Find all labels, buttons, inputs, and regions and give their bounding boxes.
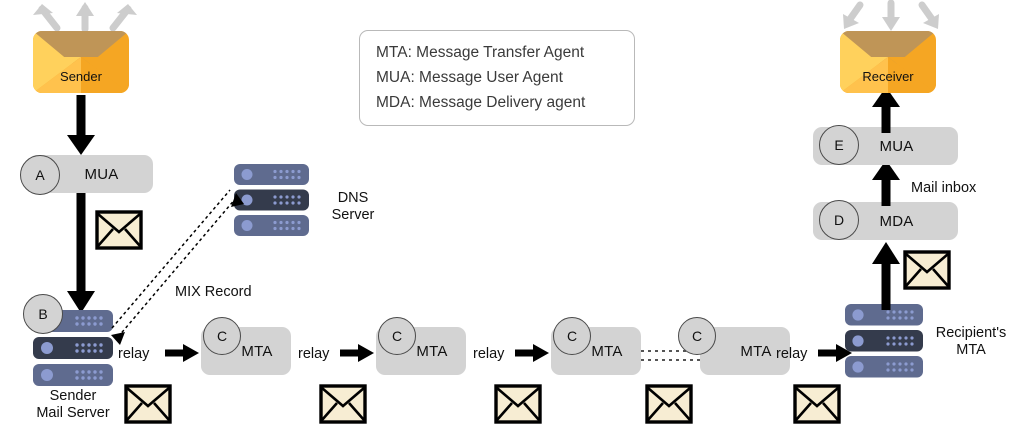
relay-label-3: relay	[473, 346, 505, 362]
badge-c-4: C	[678, 317, 716, 355]
relay-label-2: relay	[298, 346, 330, 362]
badge-c-1: C	[203, 317, 241, 355]
receiver-label: Receiver	[862, 69, 914, 84]
sender-mail-server-label: Sender Mail Server	[8, 388, 138, 422]
letter-icon	[903, 250, 951, 290]
legend-line-mta: MTA: Message Transfer Agent	[376, 44, 585, 61]
recipient-mta-label-line1: Recipient's	[935, 325, 1007, 341]
sender-mail-server-label-line2: Mail Server	[36, 405, 110, 421]
badge-d: D	[819, 200, 859, 240]
badge-c-2: C	[378, 317, 416, 355]
arrow-recipient-mta-to-mda	[870, 240, 902, 310]
relay-label-1: relay	[118, 346, 150, 362]
mix-record-label: MIX Record	[175, 284, 252, 300]
badge-a: A	[20, 155, 60, 195]
badge-c-3: C	[553, 317, 591, 355]
node-mda-label: MDA	[879, 212, 914, 230]
letter-icon	[793, 384, 841, 424]
receiver-incoming-arrows	[836, 0, 946, 32]
arrow-sender-to-mua	[65, 95, 97, 157]
node-mta-1-label: MTA	[241, 342, 273, 360]
arrow-relay-4	[818, 342, 854, 364]
dns-server-icon	[234, 164, 309, 236]
letter-icon	[95, 210, 143, 250]
letter-icon	[494, 384, 542, 424]
node-mta-3-label: MTA	[591, 342, 623, 360]
badge-b: B	[23, 294, 63, 334]
arrow-mua-to-mail-server	[65, 193, 97, 315]
dns-server-label: DNS Server	[313, 190, 393, 224]
recipient-mta-server-icon	[845, 304, 923, 378]
sender-mail-server-label-line1: Sender	[49, 388, 97, 404]
mail-inbox-label: Mail inbox	[911, 180, 977, 196]
arrow-mda-to-mua	[870, 158, 902, 206]
badge-e: E	[819, 125, 859, 165]
dns-server-label-line2: Server	[331, 207, 375, 223]
recipient-mta-label: Recipient's MTA	[925, 325, 1016, 359]
letter-icon	[124, 384, 172, 424]
receiver-envelope-icon: Receiver	[840, 31, 936, 93]
node-mta-4-label: MTA	[740, 342, 772, 360]
sender-label: Sender	[60, 69, 102, 84]
sender-radiating-arrows	[30, 0, 140, 33]
node-mua-sender-label: MUA	[84, 165, 119, 183]
letter-icon	[645, 384, 693, 424]
legend-line-mua: MUA: Message User Agent	[376, 69, 563, 86]
arrow-relay-3	[515, 342, 551, 364]
node-mua-receiver-label: MUA	[879, 137, 914, 155]
legend-box: MTA: Message Transfer Agent MUA: Message…	[359, 30, 635, 126]
legend-line-mda: MDA: Message Delivery agent	[376, 94, 586, 111]
mix-record-dotted-arrows	[110, 180, 250, 345]
arrow-relay-2	[340, 342, 376, 364]
relay-label-4: relay	[776, 346, 808, 362]
arrow-mua-to-receiver	[870, 85, 902, 133]
recipient-mta-label-line2: MTA	[956, 342, 986, 358]
letter-icon	[319, 384, 367, 424]
node-mta-2-label: MTA	[416, 342, 448, 360]
arrow-relay-1	[165, 342, 201, 364]
sender-envelope-icon: Sender	[33, 31, 129, 93]
dns-server-label-line1: DNS	[337, 190, 369, 206]
